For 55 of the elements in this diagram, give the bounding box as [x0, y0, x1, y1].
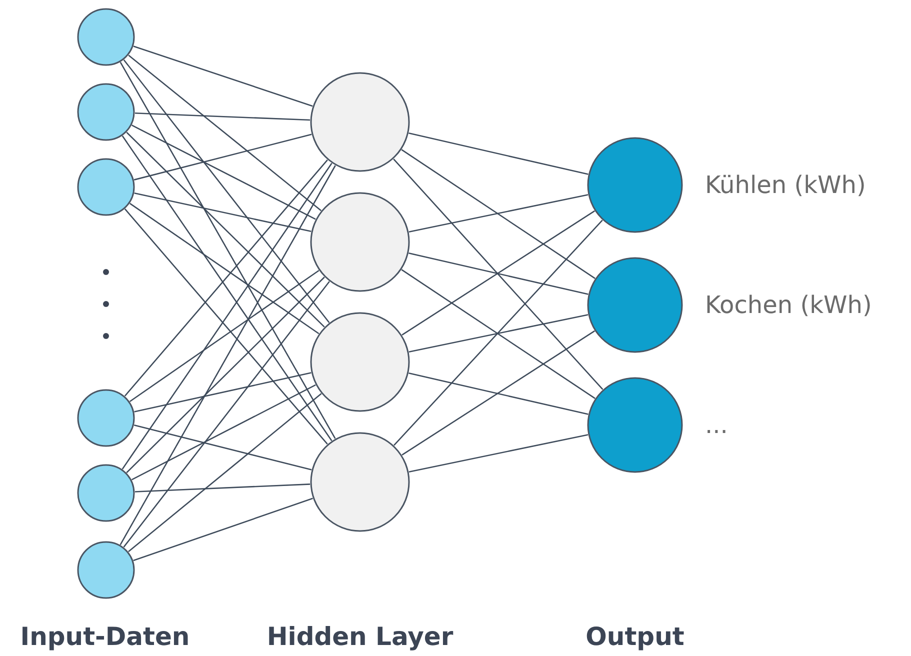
- neuron-circle: [77, 158, 135, 216]
- connection-line: [134, 424, 312, 470]
- connection-line: [408, 132, 588, 175]
- connection-line: [408, 434, 588, 472]
- layer-label: Hidden Layer: [266, 622, 454, 652]
- layer-label: Output: [586, 622, 684, 652]
- neuron-circle: [587, 257, 683, 353]
- connection-line: [402, 210, 595, 336]
- neuron-circle: [310, 312, 410, 412]
- connection-line: [402, 330, 595, 456]
- connection-line: [126, 276, 325, 474]
- neuron-circle: [77, 464, 135, 522]
- layer-label: Input-Daten: [20, 622, 190, 652]
- output-caption: ...: [705, 410, 728, 440]
- connection-line: [134, 484, 310, 492]
- neuron-circle: [77, 389, 135, 447]
- connection-line: [130, 202, 320, 334]
- connection-line: [408, 314, 588, 352]
- connection-line: [393, 158, 604, 390]
- connection-line: [408, 372, 588, 415]
- connection-line: [124, 160, 328, 396]
- connection-line: [394, 220, 603, 446]
- connection-line: [132, 124, 316, 220]
- connection-line: [134, 192, 312, 232]
- connection-line: [133, 46, 313, 107]
- connection-line: [401, 269, 596, 399]
- output-caption: Kühlen (kWh): [705, 170, 866, 200]
- neuron-circle: [77, 8, 135, 66]
- connection-line: [134, 112, 310, 121]
- connection-line: [128, 393, 322, 552]
- connection-line: [123, 59, 330, 323]
- connection-line: [124, 208, 328, 445]
- connection-line: [133, 498, 313, 562]
- connection-line: [408, 194, 588, 232]
- connection-line: [120, 165, 336, 546]
- connection-line: [126, 132, 325, 328]
- connection-line: [134, 372, 312, 412]
- connection-line: [134, 134, 312, 180]
- connection-line: [401, 149, 596, 279]
- connection-line: [128, 54, 322, 212]
- neuron-circle: [587, 377, 683, 473]
- connection-line: [120, 62, 336, 439]
- connection-line: [123, 281, 330, 548]
- neuron-circle: [310, 72, 410, 172]
- connection-line: [408, 252, 588, 295]
- neuron-circle: [310, 432, 410, 532]
- neuron-circle: [77, 541, 135, 599]
- connection-line: [129, 270, 320, 402]
- neuron-circle: [77, 83, 135, 141]
- neuron-circle: [310, 192, 410, 292]
- connection-line: [122, 162, 332, 470]
- output-caption: Kochen (kWh): [705, 290, 872, 320]
- connection-line: [122, 136, 332, 442]
- connection-line: [131, 384, 316, 480]
- neuron-circle: [587, 137, 683, 233]
